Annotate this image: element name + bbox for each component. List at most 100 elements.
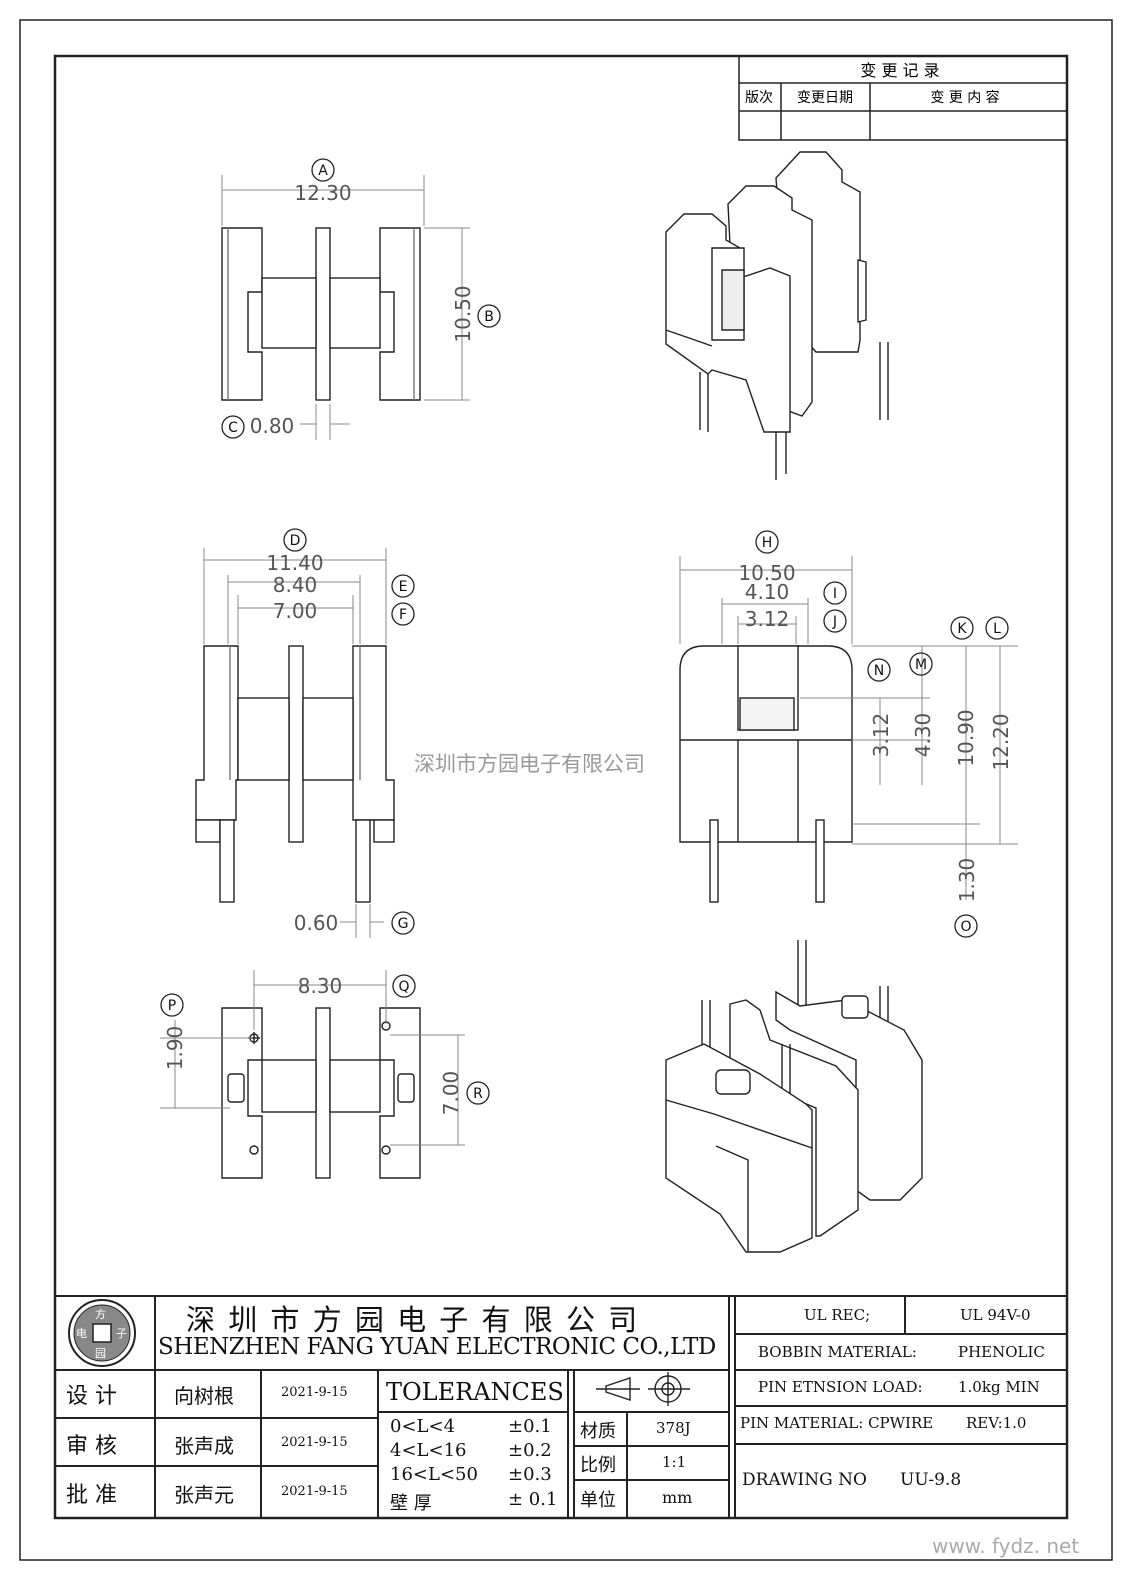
revision-col-date: 变更日期 xyxy=(797,90,853,106)
dim-E: 8.40 xyxy=(273,573,318,597)
svg-text:J: J xyxy=(832,614,837,630)
dim-O: 1.30 xyxy=(955,858,979,903)
tolerance-value-4: ± 0.1 xyxy=(508,1489,558,1510)
dim-H: 10.50 xyxy=(738,561,795,585)
svg-text:M: M xyxy=(915,657,927,673)
role-design: 设 计 xyxy=(66,1384,117,1409)
ul-rec-value: UL 94V-0 xyxy=(960,1306,1031,1324)
dim-C: 0.80 xyxy=(250,414,295,438)
svg-text:A: A xyxy=(318,163,328,179)
unit-value: mm xyxy=(662,1488,693,1507)
tolerance-value-1: ±0.1 xyxy=(508,1416,552,1437)
tolerance-range-3: 16<L<50 xyxy=(390,1464,478,1485)
dim-D: 11.40 xyxy=(266,551,323,575)
name-approve: 张声元 xyxy=(174,1483,234,1507)
watermark-text: 深圳市方园电子有限公司 xyxy=(414,752,645,776)
material-value: 378J xyxy=(656,1419,691,1437)
drawing-no-label: DRAWING NO xyxy=(742,1470,867,1490)
revision-block xyxy=(738,55,1068,141)
svg-text:R: R xyxy=(473,1086,483,1102)
date-design: 2021-9-15 xyxy=(281,1385,348,1400)
dim-R: 7.00 xyxy=(439,1071,463,1116)
svg-text:C: C xyxy=(228,420,238,436)
revision-title: 变 更 记 录 xyxy=(860,61,939,80)
site-watermark: www. fydz. net xyxy=(932,1534,1080,1558)
ul-rec-label: UL REC; xyxy=(804,1306,871,1324)
logo-char-top: 方 xyxy=(95,1308,106,1321)
date-approve: 2021-9-15 xyxy=(281,1484,348,1499)
scale-value: 1:1 xyxy=(662,1453,687,1471)
drawing-no-value: UU-9.8 xyxy=(900,1470,962,1490)
name-design: 向树根 xyxy=(174,1384,234,1408)
front-view-dims xyxy=(203,548,387,938)
company-name-en: SHENZHEN FANG YUAN ELECTRONIC CO.,LTD xyxy=(158,1334,716,1360)
tolerances-title: TOLERANCES xyxy=(386,1378,564,1406)
logo-char-bottom: 园 xyxy=(95,1347,106,1360)
tolerance-value-3: ±0.3 xyxy=(508,1464,552,1485)
dim-J: 3.12 xyxy=(745,607,790,631)
top-view-dims xyxy=(221,175,470,440)
iso-view-bottom xyxy=(665,940,923,1253)
company-logo-icon xyxy=(68,1299,136,1367)
projection-symbol-icon xyxy=(596,1372,690,1406)
dim-I: 4.10 xyxy=(745,580,790,604)
svg-text:B: B xyxy=(484,309,494,325)
svg-text:G: G xyxy=(398,916,409,932)
bobbin-material-label: BOBBIN MATERIAL: xyxy=(758,1343,917,1361)
pin-material-label: PIN MATERIAL: CPWIRE xyxy=(740,1414,934,1432)
svg-text:K: K xyxy=(957,621,967,637)
revision-col-version: 版次 xyxy=(745,90,773,106)
dim-L: 12.20 xyxy=(989,713,1013,770)
bottom-view xyxy=(221,1007,421,1179)
dim-P: 1.90 xyxy=(163,1026,187,1071)
bottom-view-dims xyxy=(160,970,465,1146)
dim-F: 7.00 xyxy=(273,599,318,623)
unit-label: 单位 xyxy=(580,1490,616,1511)
logo-char-left: 电 xyxy=(76,1327,87,1340)
svg-text:O: O xyxy=(960,919,971,935)
svg-text:N: N xyxy=(874,663,884,679)
svg-text:I: I xyxy=(833,586,837,602)
tolerance-value-2: ±0.2 xyxy=(508,1440,552,1461)
svg-text:P: P xyxy=(168,998,176,1014)
title-block-grid xyxy=(55,1295,1067,1518)
material-label: 材质 xyxy=(580,1421,616,1442)
logo-char-right: 子 xyxy=(116,1327,127,1340)
tolerance-range-4: 壁 厚 xyxy=(390,1493,432,1514)
side-view-dims xyxy=(679,556,1018,900)
svg-text:L: L xyxy=(993,621,1001,637)
dim-Q: 8.30 xyxy=(298,974,343,998)
dim-M: 4.30 xyxy=(911,713,935,758)
dim-G: 0.60 xyxy=(294,911,339,935)
scale-label: 比例 xyxy=(580,1455,616,1476)
name-review: 张声成 xyxy=(174,1434,234,1458)
top-view xyxy=(221,227,421,401)
outer-border xyxy=(19,19,1113,1561)
revision-col-content: 变 更 内 容 xyxy=(930,89,999,106)
revision-value: REV:1.0 xyxy=(966,1414,1027,1432)
pin-load-value: 1.0kg MIN xyxy=(958,1378,1040,1396)
pin-load-label: PIN ETNSION LOAD: xyxy=(758,1378,923,1396)
side-view xyxy=(679,645,853,903)
date-review: 2021-9-15 xyxy=(281,1435,348,1450)
tolerance-range-1: 0<L<4 xyxy=(390,1416,456,1437)
dim-B: 10.50 xyxy=(451,285,475,342)
dim-K: 10.90 xyxy=(954,709,978,766)
front-view xyxy=(195,645,395,903)
role-approve: 批 准 xyxy=(66,1483,117,1508)
svg-text:Q: Q xyxy=(398,979,409,995)
svg-text:D: D xyxy=(290,533,301,549)
tolerance-range-2: 4<L<16 xyxy=(390,1440,467,1461)
dim-N: 3.12 xyxy=(869,713,893,758)
iso-view-top xyxy=(665,151,889,480)
svg-text:E: E xyxy=(399,579,408,595)
svg-text:H: H xyxy=(762,535,773,551)
bobbin-material-value: PHENOLIC xyxy=(958,1343,1045,1361)
company-name-cn: 深 圳 市 方 园 电 子 有 限 公 司 xyxy=(186,1303,640,1337)
inner-border xyxy=(53,54,1069,1520)
dim-A: 12.30 xyxy=(294,181,351,205)
role-review: 审 核 xyxy=(66,1434,117,1459)
svg-text:F: F xyxy=(399,607,407,623)
